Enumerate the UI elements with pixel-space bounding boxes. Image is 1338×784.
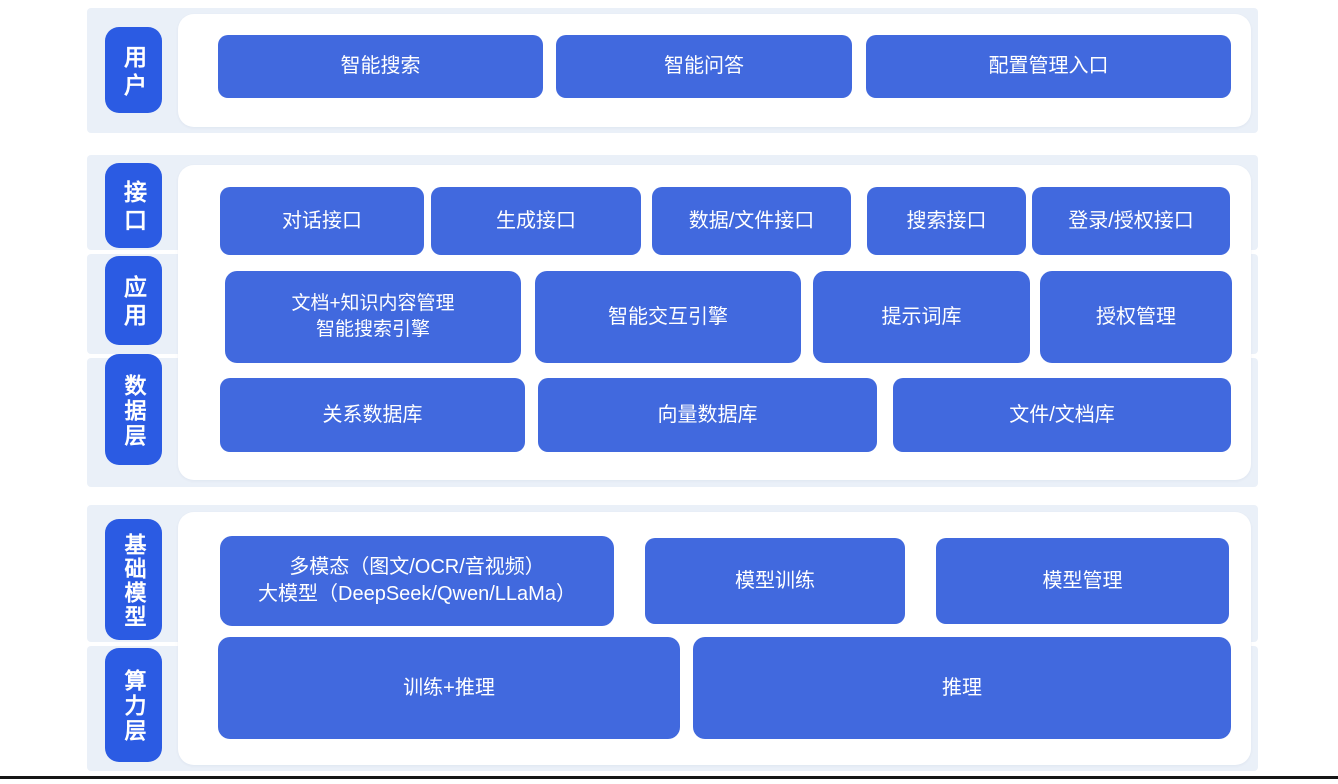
tab-interface-layer-label: 接口 (120, 180, 147, 236)
block-dialog-api: 对话接口 (220, 187, 424, 255)
tab-foundation-model-layer: 基础模型 (105, 519, 162, 640)
block-data-file-api: 数据/文件接口 (652, 187, 851, 255)
bottom-divider-line (0, 776, 1338, 779)
block-doc-knowledge-search-engine: 文档+知识内容管理 智能搜索引擎 (225, 271, 521, 363)
tab-compute-layer-label: 算力层 (121, 669, 147, 744)
tab-data-layer: 数据层 (105, 354, 162, 465)
block-search-api: 搜索接口 (867, 187, 1026, 255)
block-login-auth-api: 登录/授权接口 (1032, 187, 1230, 255)
block-training-inference: 训练+推理 (218, 637, 680, 739)
block-inference: 推理 (693, 637, 1231, 739)
block-interactive-engine: 智能交互引擎 (535, 271, 801, 363)
tab-user-layer-label: 用户 (120, 44, 147, 101)
tab-application-layer-label: 应用 (120, 275, 147, 331)
block-config-management-entry: 配置管理入口 (866, 35, 1231, 98)
block-model-training: 模型训练 (645, 538, 905, 624)
block-multimodal-llm: 多模态（图文/OCR/音视频） 大模型（DeepSeek/Qwen/LLaMa） (220, 536, 614, 626)
block-intelligent-search: 智能搜索 (218, 35, 543, 98)
block-auth-management: 授权管理 (1040, 271, 1232, 363)
block-model-management: 模型管理 (936, 538, 1229, 624)
block-file-doc-store: 文件/文档库 (893, 378, 1231, 452)
block-prompt-library: 提示词库 (813, 271, 1030, 363)
tab-foundation-model-layer-label: 基础模型 (121, 532, 147, 629)
block-relational-db: 关系数据库 (220, 378, 525, 452)
block-vector-db: 向量数据库 (538, 378, 877, 452)
block-intelligent-qa: 智能问答 (556, 35, 852, 98)
block-generation-api: 生成接口 (431, 187, 641, 255)
tab-user-layer: 用户 (105, 27, 162, 113)
tab-compute-layer: 算力层 (105, 648, 162, 762)
tab-data-layer-label: 数据层 (121, 373, 147, 449)
tab-interface-layer: 接口 (105, 163, 162, 248)
tab-application-layer: 应用 (105, 256, 162, 345)
